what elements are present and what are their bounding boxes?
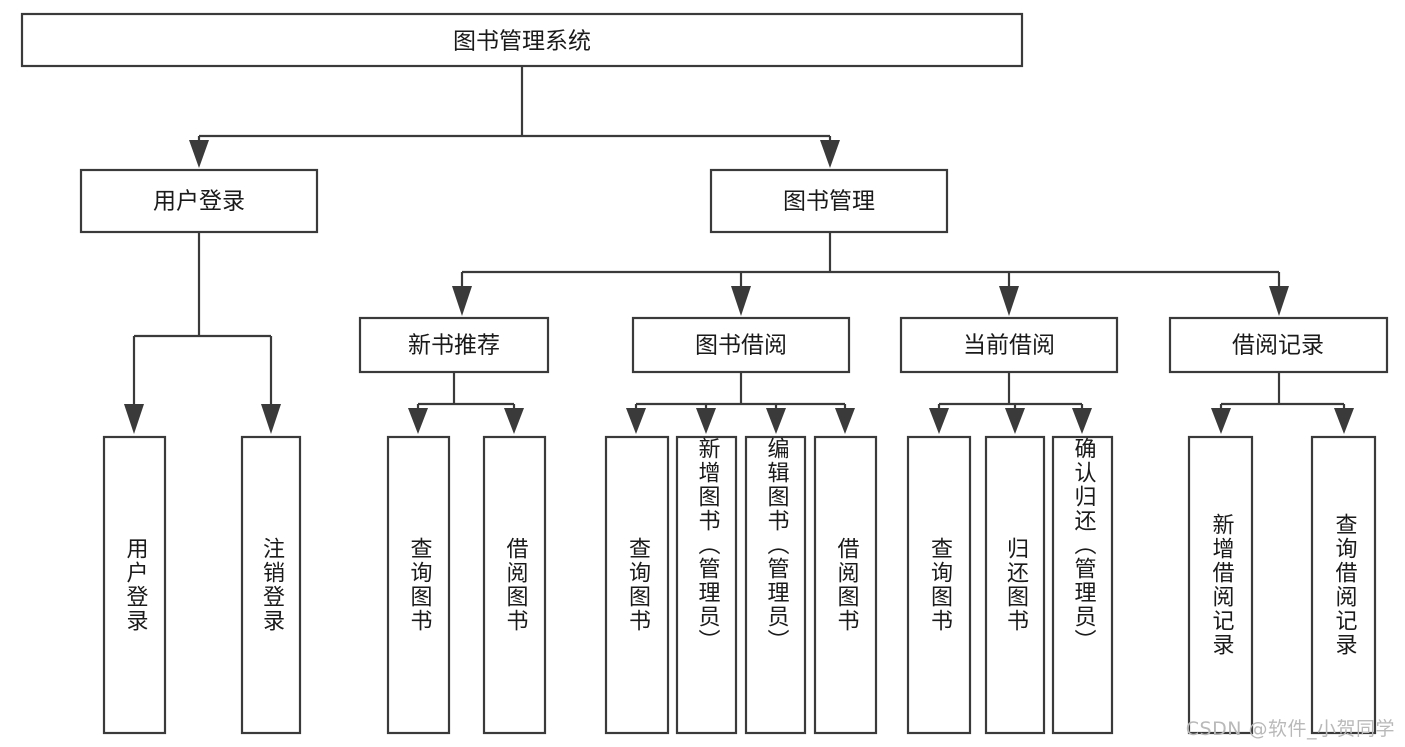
connector-group-root	[189, 66, 840, 168]
arrow-head-query-book-c	[929, 408, 949, 434]
arrow-head-confirm-return	[1072, 408, 1092, 434]
arrow-head-query-book-b	[626, 408, 646, 434]
node-new-book-recommend-label: 新书推荐	[408, 333, 500, 359]
node-current-borrow-label: 当前借阅	[963, 333, 1055, 359]
node-root[interactable]: 图书管理系统	[20, 12, 1024, 68]
arrow-head-return-book	[1005, 408, 1025, 434]
node-book-borrow[interactable]: 图书借阅	[631, 316, 851, 374]
arrow-head-borrow-record	[1269, 286, 1289, 316]
leaf-box-borrow-book-a[interactable]	[482, 435, 547, 735]
connector-group-book-mgmt	[452, 232, 1289, 316]
node-book-management-label: 图书管理	[783, 189, 875, 215]
connector-group-new-book-rec	[408, 372, 524, 434]
arrow-head-add-borrow-record	[1211, 408, 1231, 434]
node-user-login-box[interactable]	[79, 168, 319, 234]
leaf-box-user-login[interactable]	[102, 435, 167, 735]
node-book-borrow-label: 图书借阅	[695, 333, 787, 359]
arrow-head-user-login	[189, 140, 209, 168]
connector-group-current-borrow	[929, 372, 1092, 434]
leaf-box-query-borrow-record[interactable]	[1310, 435, 1377, 735]
node-borrow-record-box[interactable]	[1168, 316, 1389, 374]
arrow-head-add-book	[696, 408, 716, 434]
leaf-box-edit-book[interactable]	[744, 435, 807, 735]
arrow-head-borrow-book-a	[504, 408, 524, 434]
arrow-head-book-borrow	[731, 286, 751, 316]
leaf-box-add-book[interactable]	[675, 435, 738, 735]
node-borrow-record[interactable]: 借阅记录	[1168, 316, 1389, 374]
node-root-label: 图书管理系统	[453, 29, 591, 55]
node-current-borrow-box[interactable]	[899, 316, 1119, 374]
leaf-box-return-book[interactable]	[984, 435, 1046, 735]
node-book-management[interactable]: 图书管理	[709, 168, 949, 234]
arrow-head-leaf-user-login	[124, 404, 144, 434]
leaf-box-add-borrow-record[interactable]	[1187, 435, 1254, 735]
leaf-box-group	[102, 435, 1377, 735]
leaf-box-logout[interactable]	[240, 435, 302, 735]
connector-group-user-login	[124, 232, 281, 434]
leaf-box-query-book-a[interactable]	[386, 435, 451, 735]
arrow-head-leaf-logout	[261, 404, 281, 434]
node-new-book-recommend[interactable]: 新书推荐	[358, 316, 550, 374]
arrow-head-borrow-book-b	[835, 408, 855, 434]
leaf-box-query-book-c[interactable]	[906, 435, 972, 735]
node-root-box[interactable]	[20, 12, 1024, 68]
node-user-login[interactable]: 用户登录	[79, 168, 319, 234]
arrow-head-edit-book	[766, 408, 786, 434]
node-new-book-recommend-box[interactable]	[358, 316, 550, 374]
arrow-head-current-borrow	[999, 286, 1019, 316]
connector-group-book-borrow	[626, 372, 855, 434]
arrow-head-new-book-rec	[452, 286, 472, 316]
node-borrow-record-label: 借阅记录	[1232, 333, 1324, 359]
node-user-login-label: 用户登录	[153, 189, 245, 215]
arrow-head-book-mgmt	[820, 140, 840, 168]
leaf-box-borrow-book-b[interactable]	[813, 435, 878, 735]
arrow-head-query-borrow-record	[1334, 408, 1354, 434]
node-book-management-box[interactable]	[709, 168, 949, 234]
arrow-head-query-book-a	[408, 408, 428, 434]
node-current-borrow[interactable]: 当前借阅	[899, 316, 1119, 374]
leaf-box-confirm-return[interactable]	[1051, 435, 1114, 735]
leaf-box-query-book-b[interactable]	[604, 435, 670, 735]
node-book-borrow-box[interactable]	[631, 316, 851, 374]
connector-group-borrow-record	[1211, 372, 1354, 434]
